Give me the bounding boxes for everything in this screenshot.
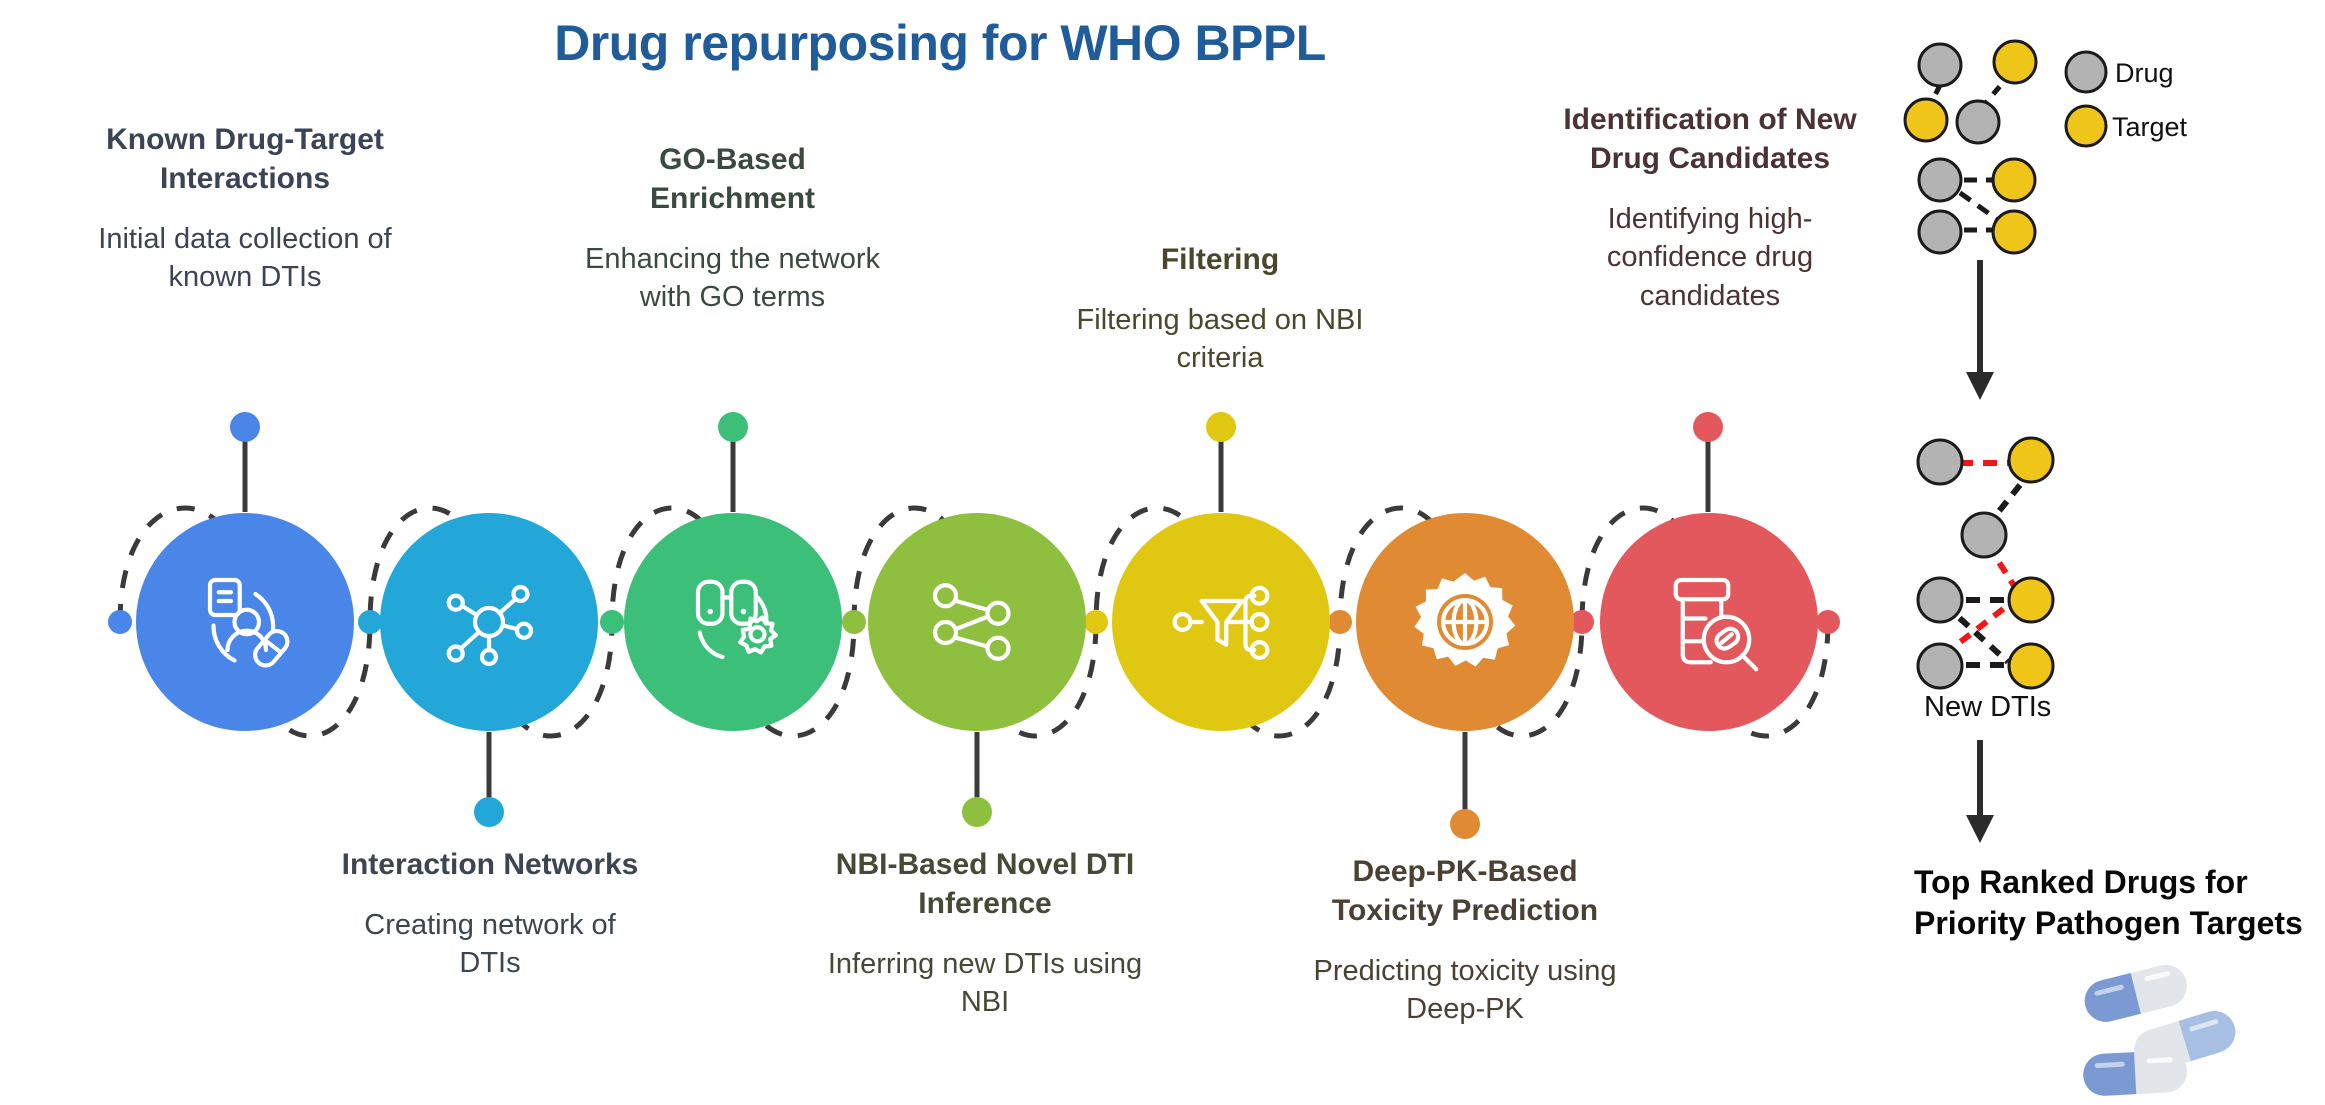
target-node bbox=[1991, 157, 2037, 203]
step-heading-known-dti: Known Drug-Target Interactions bbox=[106, 123, 384, 195]
step-text-nbi-inference: NBI-Based Novel DTI Inference Inferring … bbox=[820, 845, 1150, 1022]
legend-drug-swatch bbox=[2064, 50, 2108, 94]
network-legend: Drug Target bbox=[2064, 50, 2188, 148]
patient-record-pill-icon bbox=[207, 577, 290, 668]
wave-dot-7 bbox=[1816, 610, 1840, 634]
wave-dot-4 bbox=[1084, 610, 1108, 634]
step-text-new-drug-candidates: Identification of New Drug Candidates Id… bbox=[1560, 100, 1860, 315]
drug-node bbox=[1916, 642, 1964, 690]
step-text-toxicity-prediction: Deep-PK-Based Toxicity Prediction Predic… bbox=[1310, 852, 1620, 1029]
drug-node bbox=[1960, 511, 2008, 559]
target-node bbox=[2007, 576, 2055, 624]
step-heading-toxicity-prediction: Deep-PK-Based Toxicity Prediction bbox=[1331, 855, 1599, 927]
arrow-down-to-final bbox=[1966, 740, 1994, 843]
step-heading-nbi-inference: NBI-Based Novel DTI Inference bbox=[835, 848, 1135, 920]
funnel-filter-icon bbox=[1172, 585, 1270, 660]
stem-dot-filtering bbox=[1206, 412, 1236, 442]
stem-dot-new-drug-candidates bbox=[1693, 412, 1723, 442]
step-heading-go-enrichment: GO-Based Enrichment bbox=[649, 143, 816, 215]
step-desc-nbi-inference: Inferring new DTIs using NBI bbox=[827, 948, 1143, 1019]
wave-dot-5 bbox=[1328, 610, 1352, 634]
step-circle-nbi-inference[interactable] bbox=[868, 513, 1086, 731]
step-desc-interaction-networks: Creating network of DTIs bbox=[364, 909, 616, 980]
stem-dot-interaction-networks bbox=[474, 797, 504, 827]
wave-dot-6 bbox=[1570, 610, 1594, 634]
drug-node bbox=[1916, 576, 1964, 624]
new-dtis-label: New DTIs bbox=[1924, 691, 2051, 723]
target-node bbox=[2007, 436, 2055, 484]
step-circle-new-drug-candidates[interactable] bbox=[1600, 513, 1818, 731]
step-circle-go-enrichment[interactable] bbox=[624, 513, 842, 731]
pill-bottle-search-icon bbox=[1673, 577, 1759, 672]
step-text-known-dti: Known Drug-Target Interactions Initial d… bbox=[80, 120, 410, 297]
target-node bbox=[1992, 39, 2038, 85]
step-desc-toxicity-prediction: Predicting toxicity using Deep-PK bbox=[1313, 955, 1617, 1026]
new-dti-network bbox=[1916, 436, 2055, 690]
step-text-filtering: Filtering Filtering based on NBI criteri… bbox=[1060, 240, 1380, 378]
target-node bbox=[1903, 97, 1949, 143]
step-circle-interaction-networks[interactable] bbox=[380, 513, 598, 731]
right-panel-graphics: Drug Target bbox=[1903, 39, 2188, 843]
globe-gear-icon bbox=[1414, 573, 1516, 667]
right-panel: Drug Target bbox=[1900, 0, 2325, 1100]
target-node bbox=[1991, 209, 2037, 255]
step-text-interaction-networks: Interaction Networks Creating network of… bbox=[330, 845, 650, 983]
step-circle-known-dti[interactable] bbox=[136, 513, 354, 731]
target-node bbox=[2007, 642, 2055, 690]
step-heading-filtering: Filtering bbox=[1160, 243, 1280, 276]
step-heading-interaction-networks: Interaction Networks bbox=[341, 848, 639, 881]
network-hub-icon bbox=[446, 584, 534, 667]
step-desc-filtering: Filtering based on NBI criteria bbox=[1076, 304, 1364, 375]
legend-drug-label: Drug bbox=[2115, 58, 2174, 88]
drug-node bbox=[1917, 157, 1963, 203]
page-title: Drug repurposing for WHO BPPL bbox=[554, 15, 1326, 71]
stem-dot-go-enrichment bbox=[718, 412, 748, 442]
share-nodes-icon bbox=[932, 583, 1011, 661]
drug-node bbox=[1916, 438, 1964, 486]
gene-gear-icon bbox=[695, 579, 778, 660]
step-heading-new-drug-candidates: Identification of New Drug Candidates bbox=[1563, 103, 1857, 175]
wave-dot-3 bbox=[842, 610, 866, 634]
stem-dot-toxicity-prediction bbox=[1450, 809, 1480, 839]
wave-dot-1 bbox=[358, 610, 382, 634]
step-text-go-enrichment: GO-Based Enrichment Enhancing the networ… bbox=[580, 140, 885, 317]
step-desc-known-dti: Initial data collection of known DTIs bbox=[98, 223, 392, 294]
step-desc-go-enrichment: Enhancing the network with GO terms bbox=[584, 243, 881, 314]
capsule-pills-icon bbox=[2083, 964, 2236, 1096]
step-circle-filtering[interactable] bbox=[1112, 513, 1330, 731]
legend-target-label: Target bbox=[2112, 112, 2188, 142]
drug-node bbox=[1917, 42, 1963, 88]
stem-dot-nbi-inference bbox=[962, 797, 992, 827]
legend-target-swatch bbox=[2064, 104, 2108, 148]
final-output-title: Top Ranked Drugs for Priority Pathogen T… bbox=[1914, 864, 2303, 941]
known-dti-network bbox=[1903, 39, 2038, 255]
wave-dot-0 bbox=[108, 610, 132, 634]
stem-dot-known-dti bbox=[230, 412, 260, 442]
step-circle-toxicity-prediction[interactable] bbox=[1356, 513, 1574, 731]
step-desc-new-drug-candidates: Identifying high-confidence drug candida… bbox=[1606, 203, 1814, 312]
drug-node bbox=[1955, 99, 2001, 145]
arrow-down-to-new-dtis bbox=[1966, 260, 1994, 400]
wave-dot-2 bbox=[600, 610, 624, 634]
drug-node bbox=[1917, 209, 1963, 255]
